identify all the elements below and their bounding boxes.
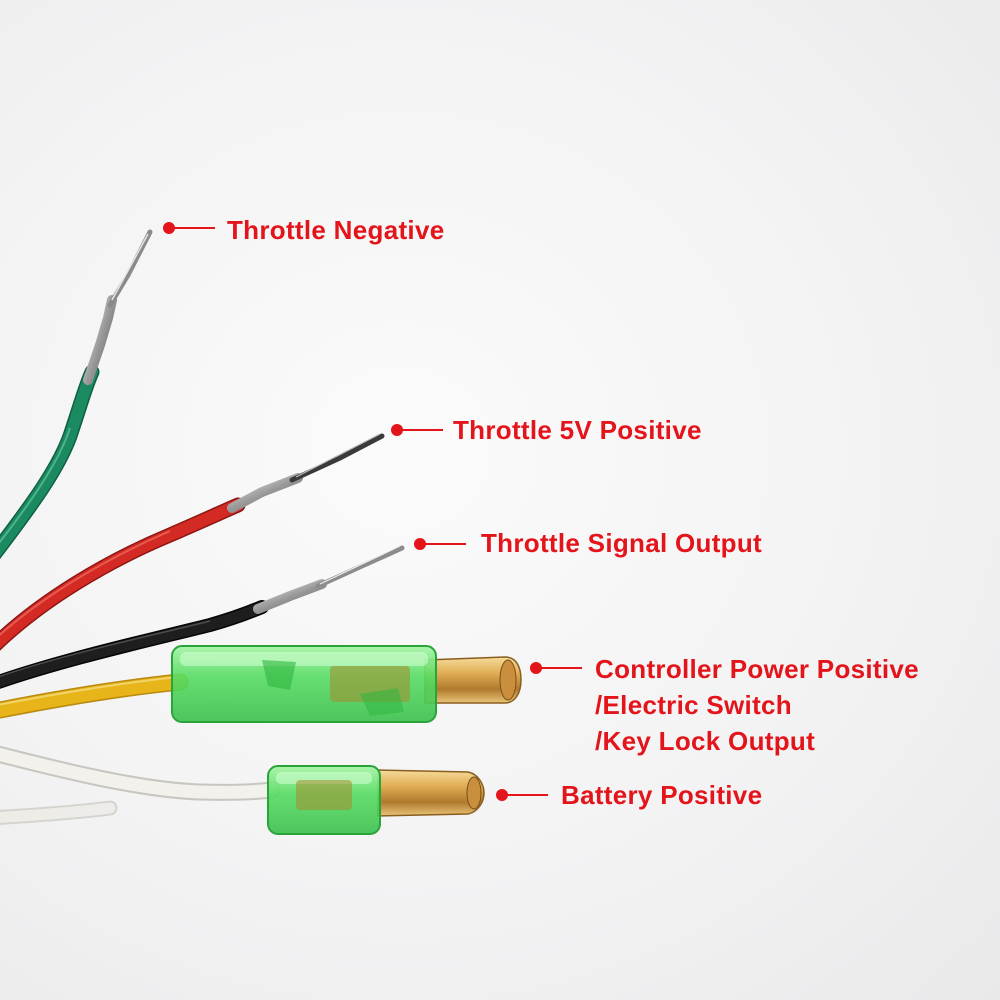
callout-dot [414,538,426,550]
label-throttle-negative: Throttle Negative [227,215,445,245]
label-throttle-signal-output: Throttle Signal Output [481,528,763,558]
black-wire [0,545,405,689]
label-controller-power-positive: Controller Power Positive /Electric Swit… [595,654,919,756]
callout-dot [391,424,403,436]
label-battery-positive: Battery Positive [561,780,763,810]
label-throttle-5v-positive: Throttle 5V Positive [453,415,702,445]
callout-dot [496,789,508,801]
callout-leader-line [540,667,582,669]
callout-dot [163,222,175,234]
red-wire [0,433,385,651]
white-wire [0,745,281,825]
green-wire [0,229,153,560]
yellow-wire [0,673,189,719]
callout-leader-line [401,429,443,431]
bullet-connector-small [267,765,485,835]
callout-leader-line [424,543,466,545]
callout-leader-line [173,227,215,229]
callout-leader-line [506,794,548,796]
bullet-connector-large [171,645,522,723]
callout-dot [530,662,542,674]
